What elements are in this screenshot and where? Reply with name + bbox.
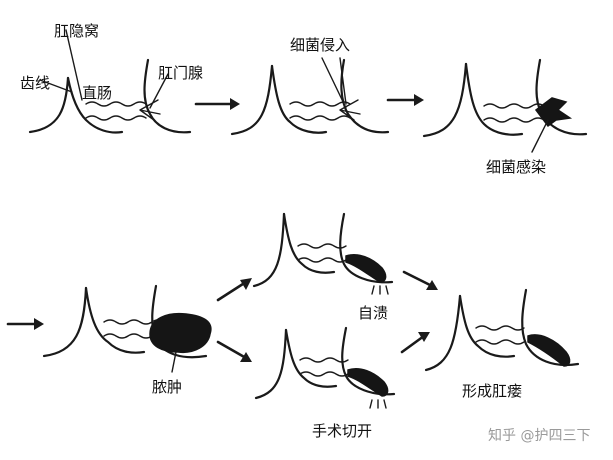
left-anal-wall [42,286,88,358]
stage-5a-spontaneous-rupture [252,212,394,295]
infection-mass [534,97,573,128]
arrow-rupture-to-fistula [402,270,438,290]
right-anal-wall [339,212,394,284]
right-anal-wall [521,288,580,367]
lower-wave [297,257,347,263]
left-inner-wall [66,76,124,134]
pointer-anal-gland [149,73,169,109]
left-anal-wall [254,328,288,400]
left-inner-wall [84,286,146,354]
rupture-tract [345,254,387,283]
stage-6-fistula [424,288,580,372]
left-anal-wall [422,62,468,138]
right-anal-wall [341,326,396,396]
lower-wave [299,371,349,377]
right-anal-wall [143,58,192,134]
left-inner-wall [284,328,338,388]
right-anal-wall [340,58,390,134]
left-inner-wall [270,64,328,134]
left-anal-wall [28,76,70,134]
lower-wave [483,117,545,123]
dentate-line-wave [299,357,349,363]
left-inner-wall [458,294,516,358]
label-bacterial-infection: 细菌感染 [486,158,546,176]
incision-tract [347,368,389,397]
drainage-marks [371,285,389,295]
pointer-bacterial-invasion [321,57,347,109]
lower-wave [289,115,351,121]
label-fistula-formation: 形成肛瘘 [462,382,522,400]
stage-2-bacterial-invasion [230,57,390,136]
label-rectum: 直肠 [82,84,112,102]
stage-3-bacterial-infection [422,58,588,153]
pointer-abscess [171,351,177,373]
right-anal-wall [535,58,588,136]
arrow-to-incision [216,340,252,362]
dentate-line-wave [483,103,545,109]
stage-4-abscess [6,284,212,373]
dentate-line-wave [297,243,347,249]
label-abscess: 脓肿 [152,378,182,396]
dentate-line-wave [475,325,525,331]
label-spontaneous-rupture: 自溃 [358,304,388,322]
left-inner-wall [282,212,336,274]
label-anal-gland: 肛门腺 [158,64,203,82]
label-dentate-line: 齿线 [20,74,50,92]
label-anal-sinus: 肛隐窝 [54,22,99,40]
pointer-anal-sinus [65,29,83,101]
anal-gland-branches [339,99,361,121]
abscess-mass [149,312,212,354]
dentate-line-wave [289,101,351,107]
left-inner-wall [464,62,524,136]
pointer-bacterial-infection [531,119,549,153]
dentate-line-wave [103,319,165,325]
arrow-2 [386,94,424,106]
left-anal-wall [252,212,286,288]
drainage-marks [369,399,387,409]
pointer-dentate-line [39,79,73,93]
lower-wave [475,339,525,345]
left-anal-wall [230,64,274,136]
stage-5b-surgical-incision [254,326,396,409]
left-anal-wall [424,294,462,372]
arrow-1 [194,98,240,110]
watermark: 知乎 @护四三下 [488,427,590,444]
arrow-incision-to-fistula [400,332,430,354]
stage-1-anatomy [28,29,192,134]
label-surgical-incision: 手术切开 [312,422,372,440]
fistula-tract [527,334,571,367]
label-bacterial-invasion: 细菌侵入 [290,36,350,54]
dentate-line-wave [85,101,147,107]
lower-wave [85,115,147,121]
arrow-to-rupture [216,278,252,302]
anal-gland-branches [139,99,161,121]
